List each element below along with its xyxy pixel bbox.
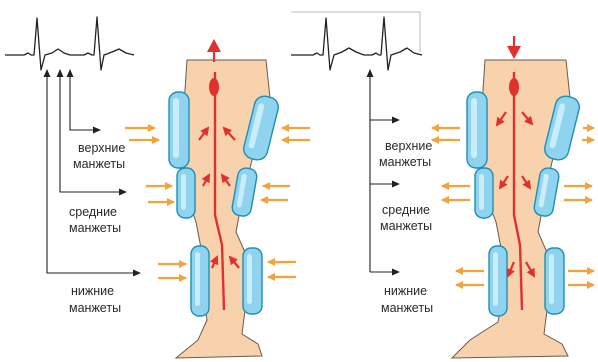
- label-upper-cuffs-left: верхние: [78, 141, 125, 155]
- connector-lines-right: [370, 70, 399, 272]
- ecg-trace-left: [5, 17, 134, 70]
- ecg-trace-right: [291, 17, 422, 70]
- label-upper-cuffs-left-2: манжеты: [73, 157, 125, 171]
- label-upper-cuffs-right-2: манжеты: [379, 155, 431, 169]
- label-middle-cuffs-right: средние: [382, 203, 430, 217]
- label-lower-cuffs-right-2: манжеты: [381, 301, 433, 315]
- label-upper-cuffs-right: верхние: [385, 139, 432, 153]
- label-middle-cuffs-right-2: манжеты: [380, 219, 432, 233]
- right-panel: верхние манжеты средние манжеты нижние м…: [291, 12, 594, 358]
- label-lower-cuffs-left: нижние: [71, 284, 114, 298]
- lower-cuff-right-b: [545, 248, 564, 314]
- label-lower-cuffs-left-2: манжеты: [69, 301, 121, 315]
- label-middle-cuffs-left-2: манжеты: [69, 221, 121, 235]
- left-panel: верхние манжеты средние манжеты нижние м…: [5, 17, 310, 358]
- label-lower-cuffs-right: нижние: [384, 284, 427, 298]
- label-middle-cuffs-left: средние: [69, 205, 117, 219]
- lower-cuff-left-b: [243, 248, 262, 314]
- connector-lines-left: [47, 70, 140, 273]
- ecg-frame: [291, 12, 420, 52]
